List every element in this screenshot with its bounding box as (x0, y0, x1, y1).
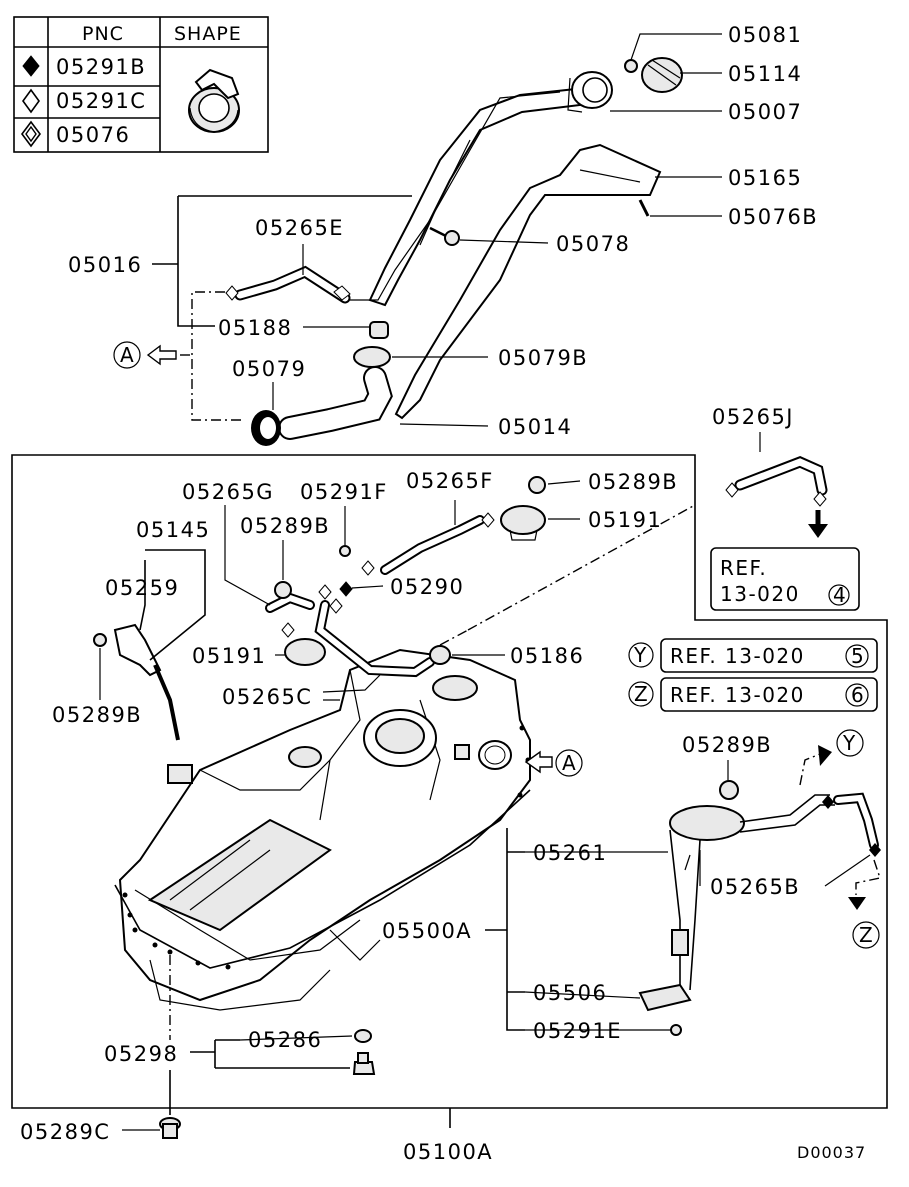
label-05291E: 05291E (533, 1019, 622, 1043)
marker-z-letter: Z (859, 923, 874, 947)
label-05298: 05298 (104, 1042, 178, 1066)
legend-header-shape: SHAPE (174, 23, 242, 45)
label-05079: 05079 (232, 357, 306, 381)
label-05289B-right: 05289B (682, 733, 772, 757)
label-05500A: 05500A (382, 919, 472, 943)
label-05078: 05078 (556, 232, 630, 256)
marker-a-left-letter: A (120, 343, 135, 367)
ref5-text: REF. 13-020 (670, 644, 805, 668)
label-05191-b: 05191 (192, 644, 266, 668)
legend-table: PNC SHAPE 05291B 05291C 05076 (13, 16, 269, 153)
label-05289C: 05289C (20, 1120, 110, 1144)
label-05289B-top: 05289B (588, 470, 678, 494)
marker-y-letter: Y (842, 731, 857, 755)
ref-box-4: REF. 13-020 4 (710, 547, 860, 611)
lower-fasteners (159, 1029, 376, 1139)
fuel-pump-05261 (638, 780, 881, 1036)
vent-hoses (265, 476, 546, 678)
label-05265B: 05265B (710, 875, 800, 899)
legend-row-3: 05076 (56, 123, 130, 147)
label-05289B-left: 05289B (52, 703, 142, 727)
label-05114: 05114 (728, 62, 802, 86)
label-05007: 05007 (728, 100, 802, 124)
label-05191-a: 05191 (588, 508, 662, 532)
label-05188: 05188 (218, 316, 292, 340)
fuel-tank-body (114, 648, 531, 1011)
label-05289B-mid: 05289B (240, 514, 330, 538)
diagram-code: D00037 (797, 1143, 866, 1162)
ref6-key: Z (634, 682, 649, 706)
marker-y-flow: Y (836, 729, 864, 757)
ref4-line2: 13-020 (720, 582, 800, 606)
ref-box-5: Y REF. 13-020 5 (628, 638, 878, 673)
ref6-text: REF. 13-020 (670, 683, 805, 707)
ref4-line1: REF. (720, 556, 767, 580)
marker-a-right-letter: A (562, 751, 577, 775)
label-05014: 05014 (498, 415, 572, 439)
label-05076B: 05076B (728, 205, 818, 229)
hose-clip-shape-icon (188, 68, 240, 133)
marker-a-left: A (113, 341, 192, 369)
label-05081: 05081 (728, 23, 802, 47)
open-diamond-icon (22, 88, 40, 114)
label-05265J: 05265J (712, 405, 794, 429)
label-05265C: 05265C (222, 685, 312, 709)
label-05100A: 05100A (403, 1140, 493, 1164)
legend-row-1: 05291B (56, 55, 146, 79)
label-05186: 05186 (510, 644, 584, 668)
label-05291F: 05291F (300, 480, 388, 504)
label-05265G: 05265G (182, 480, 274, 504)
sender-unit-05259 (93, 623, 193, 784)
label-05290: 05290 (390, 575, 464, 599)
label-05265F: 05265F (406, 469, 494, 493)
label-05016: 05016 (68, 253, 142, 277)
label-05145: 05145 (136, 518, 210, 542)
marker-z-flow: Z (852, 921, 880, 949)
marker-a-right: A (524, 749, 583, 777)
label-05259: 05259 (105, 576, 179, 600)
filled-diamond-icon (22, 55, 40, 77)
label-05165: 05165 (728, 166, 802, 190)
ref6-number: 6 (851, 683, 865, 707)
label-05286: 05286 (248, 1028, 322, 1052)
label-05506: 05506 (533, 981, 607, 1005)
hose-05265J (725, 456, 828, 538)
label-05265E: 05265E (255, 216, 344, 240)
legend-header-pnc: PNC (82, 23, 124, 45)
legend-row-2: 05291C (56, 89, 146, 113)
a-left-connector (191, 291, 245, 421)
ref-box-6: Z REF. 13-020 6 (628, 677, 878, 712)
filler-neck-assembly (225, 57, 683, 446)
ref5-number: 5 (851, 644, 865, 668)
ref4-number: 4 (833, 583, 847, 607)
main-assembly-frame (11, 454, 888, 1109)
leader-lines (99, 33, 871, 1131)
ref5-key: Y (633, 643, 648, 667)
label-05079B: 05079B (498, 346, 588, 370)
double-diamond-icon (21, 120, 41, 148)
label-05261: 05261 (533, 841, 607, 865)
